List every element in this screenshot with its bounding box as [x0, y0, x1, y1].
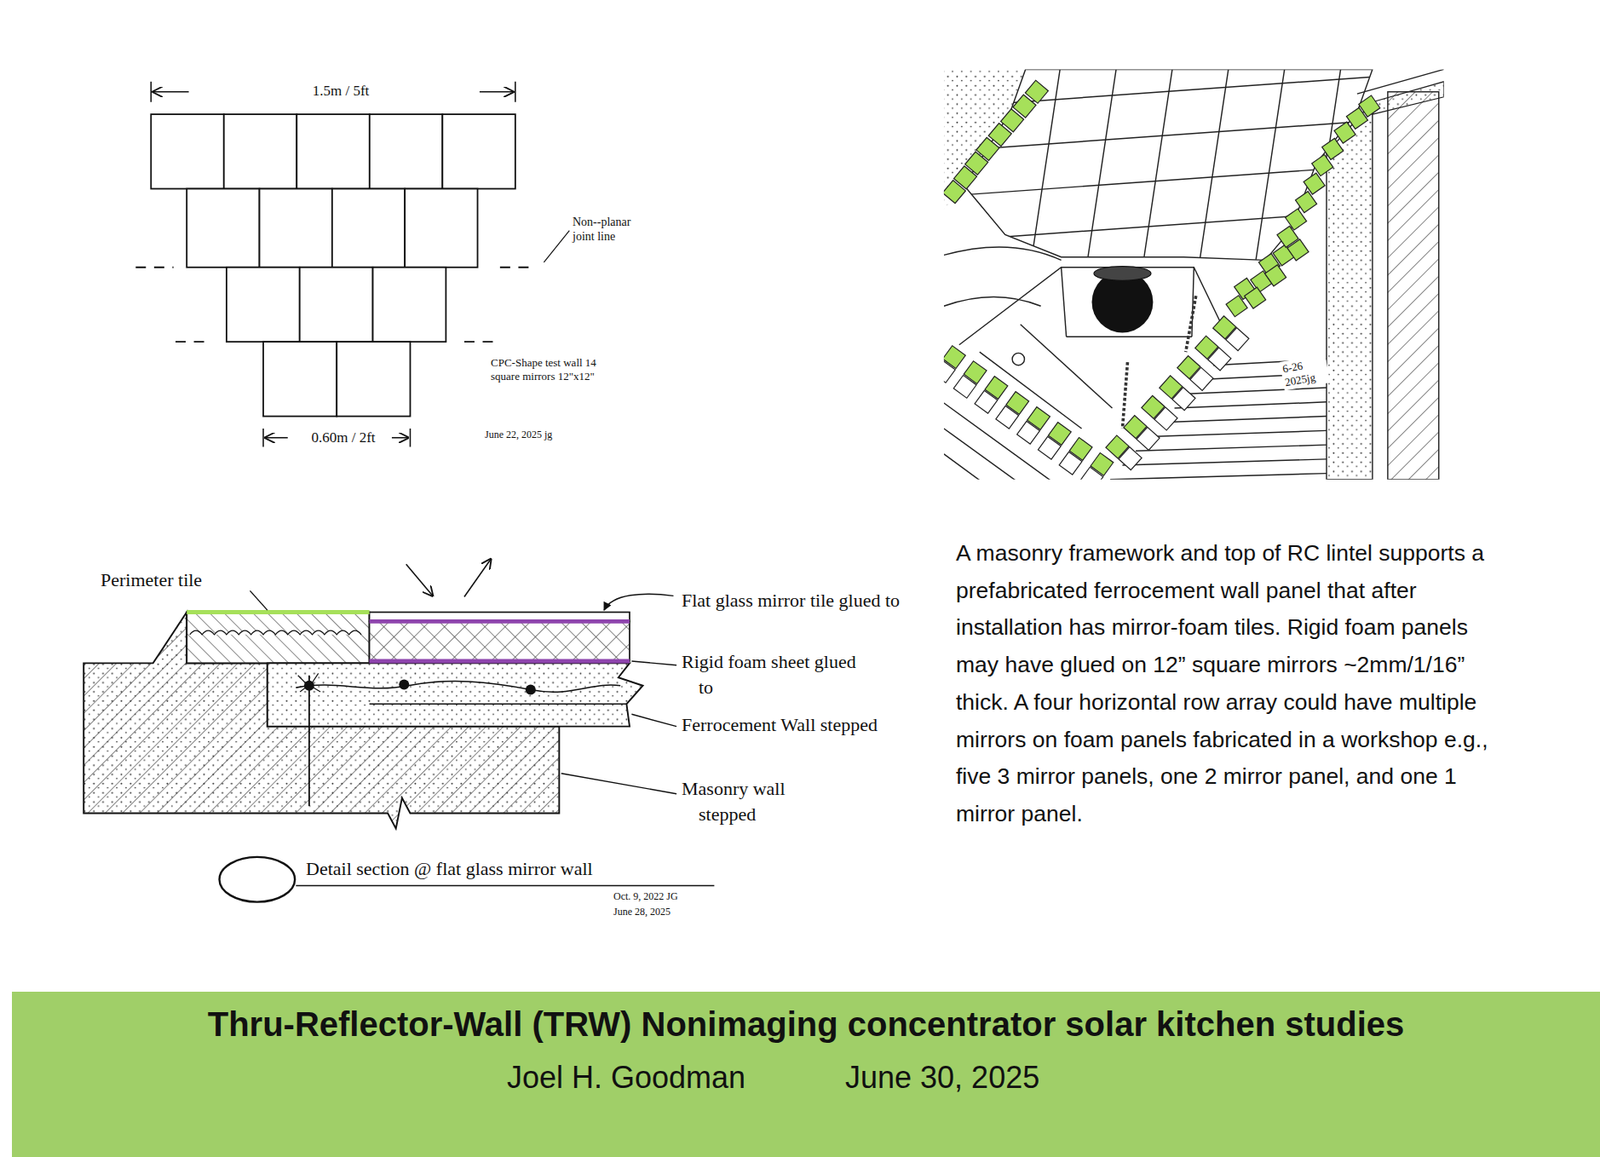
title-band: Thru-Reflector-Wall (TRW) Nonimaging con… [11, 991, 1600, 1157]
callout-label: Masonry wall stepped [681, 776, 844, 828]
callout-label: Ferrocement Wall stepped [681, 712, 882, 738]
callout-label: Perimeter tile [100, 569, 271, 592]
note-text: CPC-Shape test wall 14 square mirrors 12… [490, 356, 598, 384]
title-text: Thru-Reflector-Wall (TRW) Nonimaging con… [207, 1005, 1405, 1044]
date-stamp: June 28, 2025 [613, 905, 742, 919]
callout-label: Non--planar joint line [572, 214, 650, 244]
date-stamp: Oct. 9, 2022 JG [613, 890, 742, 904]
callout-label: Rigid foam sheet glued to [681, 649, 870, 701]
section-title: Detail section @ flat glass mirror wall [305, 857, 715, 881]
dimension-label: 1.5m / 5ft [289, 82, 392, 100]
date-text: June 30, 2025 [845, 1059, 1040, 1096]
dimension-lines [150, 81, 516, 448]
perimeter-tiles [943, 80, 1381, 476]
date-stamp: June 22, 2025 jg [484, 428, 596, 442]
description-text: A masonry framework and top of RC lintel… [955, 535, 1489, 834]
mirror-grid [150, 114, 516, 416]
author-text: Joel H. Goodman [506, 1059, 746, 1096]
dimension-label: 0.60m / 2ft [309, 429, 378, 447]
leader-line [543, 230, 570, 263]
callout-label: Flat glass mirror tile glued to [681, 587, 912, 614]
kitchen-sketch [943, 69, 1445, 479]
joint-lines [135, 267, 533, 342]
detail-section [83, 558, 714, 902]
